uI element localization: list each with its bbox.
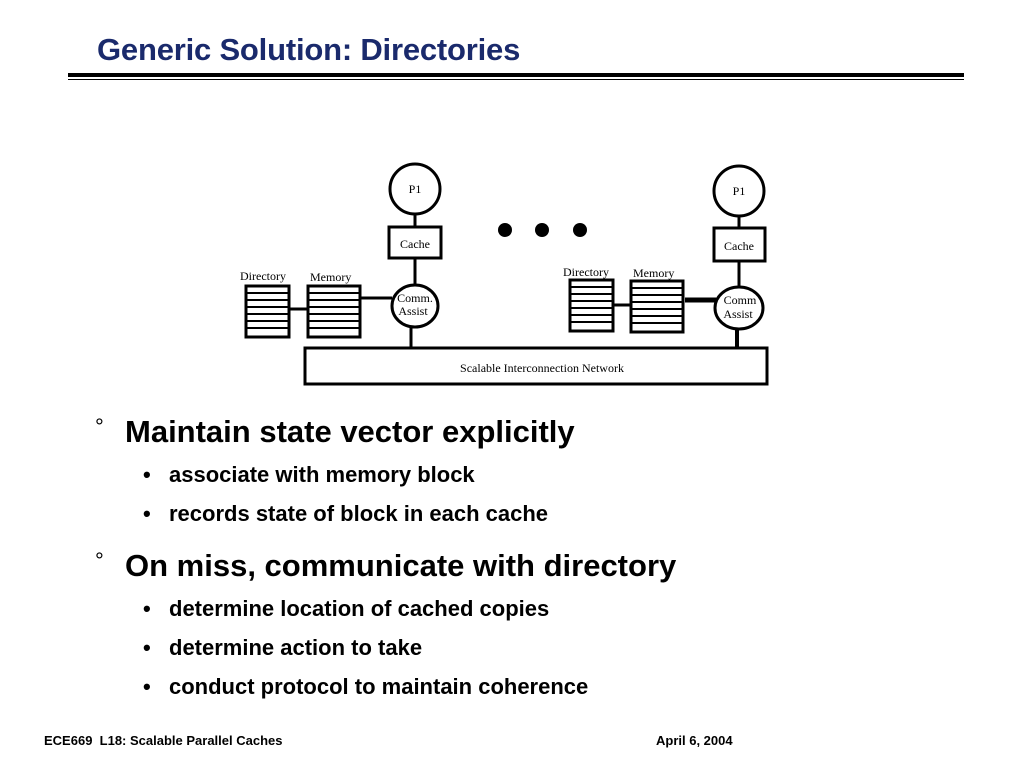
sub-bullet-mark: • [143, 462, 151, 487]
memory-label: Memory [633, 266, 674, 280]
cache-box [387, 225, 443, 260]
network-label: Scalable Interconnection Network [460, 361, 624, 375]
interconnection-network: Scalable Interconnection Network [303, 346, 769, 386]
sub-bullet-text: conduct protocol to maintain coherence [169, 674, 589, 699]
bullet-text: Maintain state vector explicitly [125, 414, 575, 449]
slide-title: Generic Solution: Directories [97, 32, 521, 67]
sub-bullet-mark: • [143, 635, 151, 660]
cache-label: Cache [400, 237, 430, 251]
sub-bullet-text: associate with memory block [169, 462, 475, 487]
node-left: P1 Cache Comm. Assist Directory Memory [240, 162, 443, 349]
bullet-mark: ° [95, 548, 104, 573]
sub-bullet-text: records state of block in each cache [169, 501, 549, 526]
title-rule [68, 73, 964, 77]
directory-label: Directory [563, 265, 609, 279]
memory-label: Memory [310, 270, 351, 284]
cache-label: Cache [724, 239, 754, 253]
bullet-mark: ° [95, 414, 104, 439]
sub-bullet-mark: • [143, 674, 151, 699]
node-right: P1 Cache Comm Assist Directory Memory [563, 164, 767, 355]
bullet-text: On miss, communicate with directory [125, 548, 677, 583]
processor-label: P1 [409, 182, 422, 196]
sub-bullet-mark: • [143, 501, 151, 526]
processor-label: P1 [733, 184, 746, 198]
footer-date: April 6, 2004 [656, 733, 733, 748]
footer-course: ECE669 L18: Scalable Parallel Caches [44, 733, 283, 748]
comm-assist-label: Comm [724, 293, 757, 307]
directory-label: Directory [240, 269, 286, 283]
directory-stack [244, 284, 291, 339]
sub-bullet-mark: • [143, 596, 151, 621]
title-rule-thin [68, 79, 964, 80]
comm-assist-ellipse [390, 283, 440, 329]
sub-bullet-text: determine location of cached copies [169, 596, 550, 621]
comm-assist-label-2: Assist [398, 304, 428, 318]
memory-stack [629, 279, 685, 334]
memory-stack [306, 284, 362, 339]
comm-assist-label-2: Assist [723, 307, 753, 321]
comm-assist-label: Comm. [397, 291, 433, 305]
directory-diagram: P1 Cache Comm. Assist Directory Memory P… [240, 162, 769, 386]
sub-bullet-text: determine action to take [169, 635, 423, 660]
ellipsis-dots [498, 223, 587, 237]
directory-stack [568, 278, 615, 333]
